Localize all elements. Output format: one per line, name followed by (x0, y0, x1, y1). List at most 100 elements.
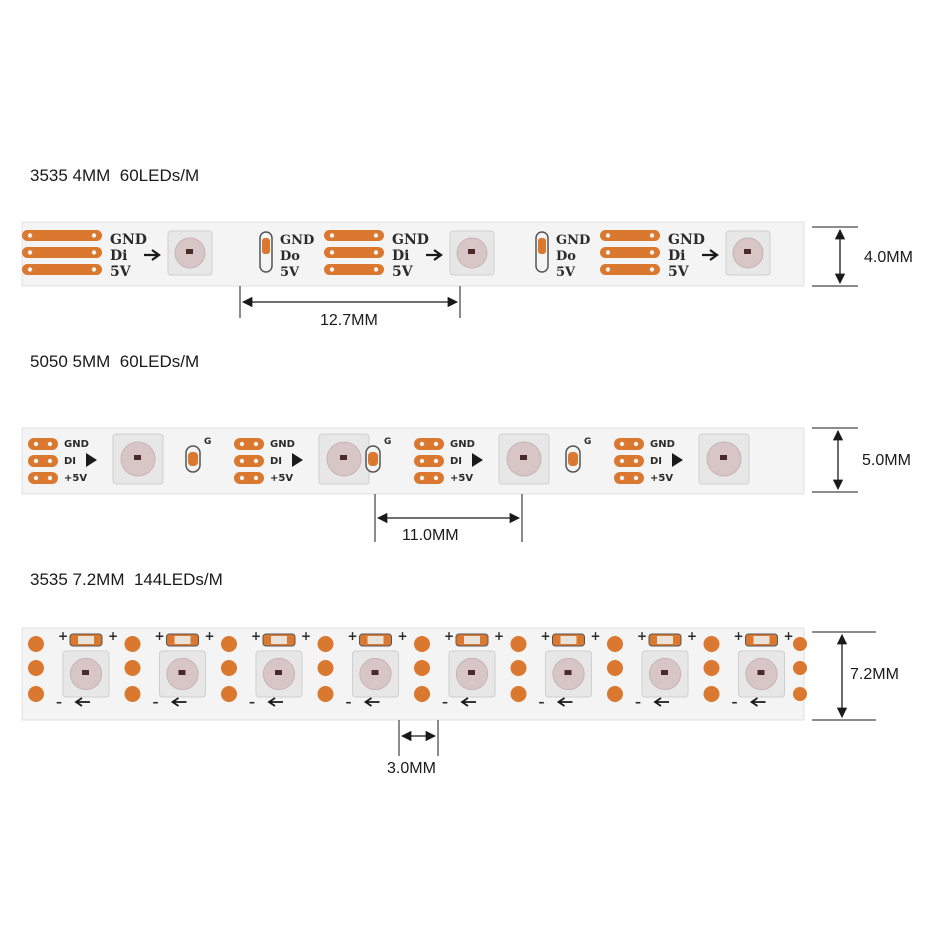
strip-b-label-di-3: DI (450, 456, 462, 467)
strip-a-pad-gnd-3-via-right (649, 233, 655, 238)
strip-b-pitch-label: 11.0MM (402, 527, 459, 544)
strip-c-plus-left-6: + (541, 629, 551, 643)
strip-b-pad-di-1-via-right (47, 458, 53, 464)
strip-b-capacitor-body-4 (568, 452, 578, 466)
strip-b-pad-gnd-2 (234, 438, 264, 450)
strip-a-pad-5v-3-via-right (649, 267, 655, 272)
strip-a-pad-data-1-via-left (27, 250, 33, 255)
strip-c-capacitor-body-1 (78, 636, 94, 644)
strip-c-pad-left-3-2 (221, 660, 237, 676)
strip-b-label-gnd-3: GND (450, 439, 475, 450)
strip-c-plus-left-3: + (251, 629, 261, 643)
strip-a-pad-data-2-via-right (373, 250, 379, 255)
strip-a-pad-gnd-1-via-left (27, 233, 33, 238)
strip-a-pitch-label: 12.7MM (320, 312, 378, 329)
strip-c-capacitor-body-6 (560, 636, 577, 644)
strip-b-pad-di-2-via-left (239, 458, 245, 464)
strip-b-label-5v-2: +5V (270, 473, 293, 484)
strip-c-pad-left-8-1 (703, 636, 720, 652)
strip-b-pad-5v-2 (234, 472, 264, 484)
strip-c-pad-end-1 (793, 637, 807, 651)
strip-b-pad-5v-4 (614, 472, 644, 484)
strip-a-out-label-gnd-2: GND (280, 233, 314, 248)
strip-a-led-1-die (186, 249, 193, 254)
strip-b-led-2-die (340, 455, 347, 460)
strip-c: ++–++–++–++–++–++–++–++– (21, 627, 807, 721)
strip-c-led-6-die (564, 670, 572, 675)
strip-a-pad-data-3 (600, 247, 660, 258)
strip-b-cap-label-4: G (584, 437, 591, 447)
strip-a-pad-5v-2-via-left (329, 267, 335, 272)
strip-c-flow-arrow-6 (556, 697, 573, 707)
strip-a-out-label-5v-3: 5V (556, 265, 576, 280)
strip-a-pad-gnd-3 (600, 230, 660, 241)
strip-b-label-di-2: DI (270, 456, 282, 467)
strip-a-pad-gnd-2 (324, 230, 384, 241)
strip-b-pad-gnd-2-via-right (253, 441, 259, 447)
strip-a-out-label-do-3: Do (556, 249, 576, 264)
strip-a-pad-gnd-2-via-left (329, 233, 335, 238)
strip-c-plus-right-8: + (784, 629, 794, 643)
strip-b-pad-di-4-via-left (619, 458, 625, 464)
strip-b-pad-gnd-3 (414, 438, 444, 450)
strip-b-label-5v-4: +5V (650, 473, 673, 484)
strip-a-pad-data-2 (324, 247, 384, 258)
strip-a-pad-5v-1-via-left (27, 267, 33, 272)
strip-b-cap-label-2: G (204, 437, 211, 447)
strip-b-pad-5v-4-via-left (619, 475, 625, 481)
strip-a-flow-arrow-3 (702, 249, 719, 261)
strip-c-pad-left-5-1 (414, 636, 430, 652)
strip-a-out-label-gnd-3: GND (556, 233, 590, 248)
strip-b-pad-5v-1-via-right (47, 475, 53, 481)
strip-c-pad-left-2-1 (124, 636, 141, 652)
strip-b-pad-5v-4-via-right (633, 475, 639, 481)
strip-c-flow-arrow-7 (653, 697, 669, 707)
strip-b-label-5v-3: +5V (450, 473, 473, 484)
strip-a-pad-5v-2 (324, 264, 384, 275)
strip-c-pad-left-1-2 (28, 660, 44, 676)
strip-b-pad-gnd-4-via-right (633, 441, 639, 447)
strip-a-pad-data-1-via-right (91, 250, 97, 255)
strip-c-width-label: 7.2MM (850, 666, 899, 683)
strip-c-plus-left-8: + (734, 629, 744, 643)
strip-b-pad-gnd-1 (28, 438, 58, 450)
strip-c-minus-6: – (539, 695, 545, 709)
strip-c-segment-2: ++– (124, 629, 215, 709)
strip-b-pad-di-1 (28, 455, 58, 467)
strip-c-plus-left-1: + (58, 629, 68, 643)
strip-c-pad-left-3-1 (221, 636, 237, 652)
strip-b-pad-di-4-via-right (633, 458, 639, 464)
strip-c-capacitor-body-3 (271, 636, 287, 644)
strip-a-in-label-5v-2: 5V (392, 264, 414, 280)
strip-c-capacitor-body-8 (753, 636, 770, 644)
strip-c-led-4-die (371, 670, 379, 675)
strip-c-pad-left-7-2 (607, 660, 623, 676)
strip-b-pad-gnd-3-via-right (433, 441, 439, 447)
strip-a-capacitor-body-2 (262, 238, 270, 254)
strip-c-plus-right-5: + (494, 629, 504, 643)
strip-b-flow-arrow-3 (472, 453, 483, 467)
strip-c-flow-arrow-1 (74, 697, 90, 707)
strip-b-label-di-1: DI (64, 456, 76, 467)
strip-b-led-4-die (720, 455, 727, 460)
strip-c-led-7-die (661, 670, 668, 675)
strip-a-led-2-die (468, 249, 475, 254)
strip-c-led-8-die (757, 670, 765, 675)
strip-a-pad-5v-1-via-right (91, 267, 97, 272)
strip-c-pad-left-5-2 (414, 660, 430, 676)
strip-b-pad-5v-2-via-right (253, 475, 259, 481)
strip-c-pad-left-7-1 (607, 636, 623, 652)
strip-c-plus-right-7: + (687, 629, 697, 643)
strip-c-segment-1: ++– (28, 629, 118, 709)
strip-c-minus-5: – (442, 695, 448, 709)
strip-a-led-3-die (744, 249, 751, 254)
strip-a-pad-gnd-2-via-right (373, 233, 379, 238)
strip-b-pad-di-2-via-right (253, 458, 259, 464)
strip-c-flow-arrow-5 (460, 697, 476, 707)
strip-b-width-label: 5.0MM (862, 452, 911, 469)
